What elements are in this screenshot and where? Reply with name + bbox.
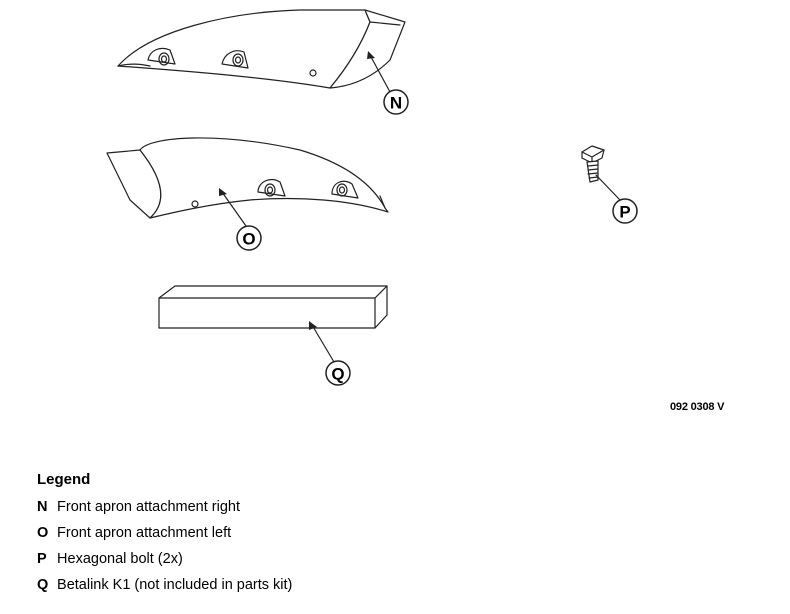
legend-text: Front apron attachment right [57,499,240,515]
legend-item-n: N Front apron attachment right [37,498,292,524]
legend-key: Q [37,577,49,593]
legend-text: Front apron attachment left [57,525,232,541]
callout-circle-p [612,198,638,224]
leader-line-p [595,174,621,201]
parts-diagram: N O P Q [106,9,638,386]
arrowhead-o [219,188,227,196]
leader-line-o [221,191,247,227]
part-n-attachment-right [117,9,406,89]
callout-circle-o [236,225,262,251]
legend-item-o: O Front apron attachment left [37,524,292,550]
legend-key: P [37,551,47,567]
legend-text: Hexagonal bolt (2x) [57,551,183,567]
legend-text: Betalink K1 (not included in parts kit) [57,577,293,593]
part-p-hex-bolt [581,145,605,183]
legend-item-q: Q Betalink K1 (not included in parts kit… [37,576,292,602]
figure-code: 092 0308 V [670,401,725,413]
part-o-attachment-left [106,137,389,219]
leader-line-q [311,324,335,363]
callout-label-p: P [619,203,630,222]
callout-label-o: O [242,230,255,249]
callout-circle-n [383,89,409,115]
legend-item-p: P Hexagonal bolt (2x) [37,550,292,576]
leader-line-n [369,54,391,93]
arrowhead-q [309,321,317,330]
arrowhead-n [367,51,375,59]
legend-key: N [37,499,48,515]
legend-title: Legend [37,471,91,488]
legend-key: O [37,525,49,541]
legend: Legend N Front apron attachment right O … [37,471,292,602]
callout-circle-q [325,360,351,386]
callout-label-n: N [390,94,402,113]
part-q-betalink-block [158,285,388,329]
callout-label-q: Q [331,365,344,384]
